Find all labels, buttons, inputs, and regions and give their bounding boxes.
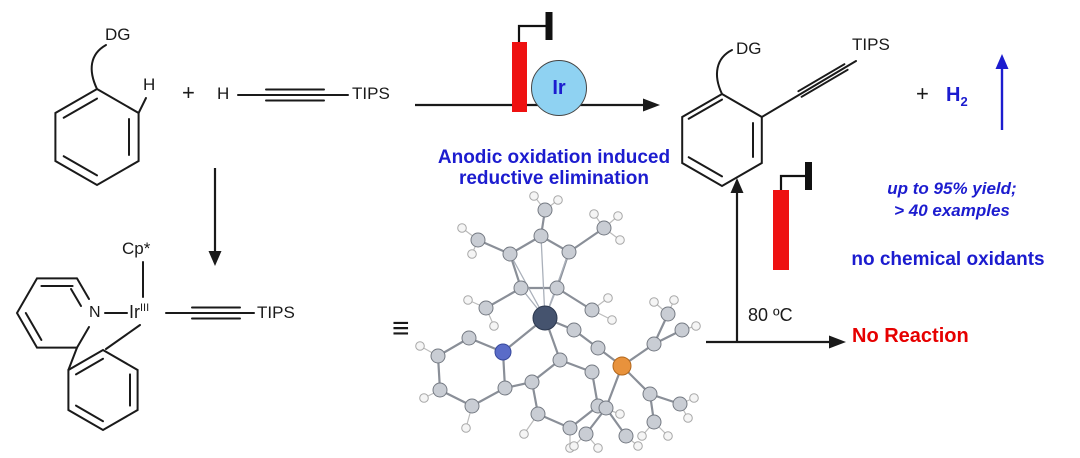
alkyne-tips-label: TIPS bbox=[352, 84, 390, 103]
product-up-arrow bbox=[730, 178, 744, 342]
equivalence-sign: ≡ bbox=[392, 312, 410, 345]
plus-sign-right: + bbox=[916, 81, 929, 106]
h2-label: H2 bbox=[946, 84, 968, 109]
product-dg-label: DG bbox=[736, 39, 762, 58]
alkyne-structure bbox=[237, 88, 349, 102]
alkyne-h-label: H bbox=[217, 84, 230, 103]
crystal-atoms bbox=[415, 191, 701, 453]
conditions-line1: Anodic oxidation induced bbox=[437, 147, 671, 168]
product-structure bbox=[681, 49, 857, 188]
h2-symbol: H bbox=[946, 84, 961, 106]
complex-ir-label: IrIII bbox=[129, 302, 149, 323]
catalyst-ir-label: Ir bbox=[552, 76, 566, 99]
plus-sign-left: + bbox=[182, 80, 195, 105]
yield-note: up to 95% yield; > 40 examples bbox=[828, 178, 1076, 222]
temperature-label: 80 ºC bbox=[748, 305, 793, 325]
substrate-to-complex-arrow bbox=[208, 168, 222, 266]
iridium-complex-structure bbox=[15, 261, 255, 432]
complex-tips-label: TIPS bbox=[257, 303, 295, 322]
substrate-h-label: H bbox=[143, 75, 156, 94]
crystal-ch-bonds bbox=[419, 195, 697, 449]
silicon-atom bbox=[612, 356, 632, 376]
conditions-line2: reductive elimination bbox=[458, 168, 650, 189]
catalyst-ir-badge: Ir bbox=[531, 60, 587, 116]
electrode-anode-icon-2 bbox=[773, 162, 812, 270]
yield-note-line2: > 40 examples bbox=[894, 201, 1010, 220]
substrate-structure bbox=[54, 44, 147, 187]
no-reaction-arrow bbox=[706, 335, 846, 349]
cp-star-label: Cp* bbox=[122, 239, 151, 258]
reaction-arrow bbox=[415, 98, 660, 112]
complex-ir-oxidation-state: III bbox=[140, 302, 150, 314]
complex-ir-symbol: Ir bbox=[129, 302, 140, 322]
h2-up-arrow bbox=[995, 54, 1009, 130]
electrode-anode-icon bbox=[512, 12, 553, 112]
reaction-conditions: Anodic oxidation induced reductive elimi… bbox=[408, 147, 700, 189]
nitrogen-atom bbox=[494, 343, 512, 361]
yield-note-line1: up to 95% yield; bbox=[887, 179, 1017, 198]
oxidant-note: no chemical oxidants bbox=[851, 249, 1045, 270]
no-reaction-label: No Reaction bbox=[852, 325, 969, 347]
crystal-structure-image bbox=[415, 191, 701, 453]
iridium-atom bbox=[532, 305, 558, 331]
substrate-dg-label: DG bbox=[105, 25, 131, 44]
complex-nitrogen-label: N bbox=[89, 304, 101, 321]
h2-subscript: 2 bbox=[960, 94, 968, 109]
product-tips-label: TIPS bbox=[852, 35, 890, 54]
